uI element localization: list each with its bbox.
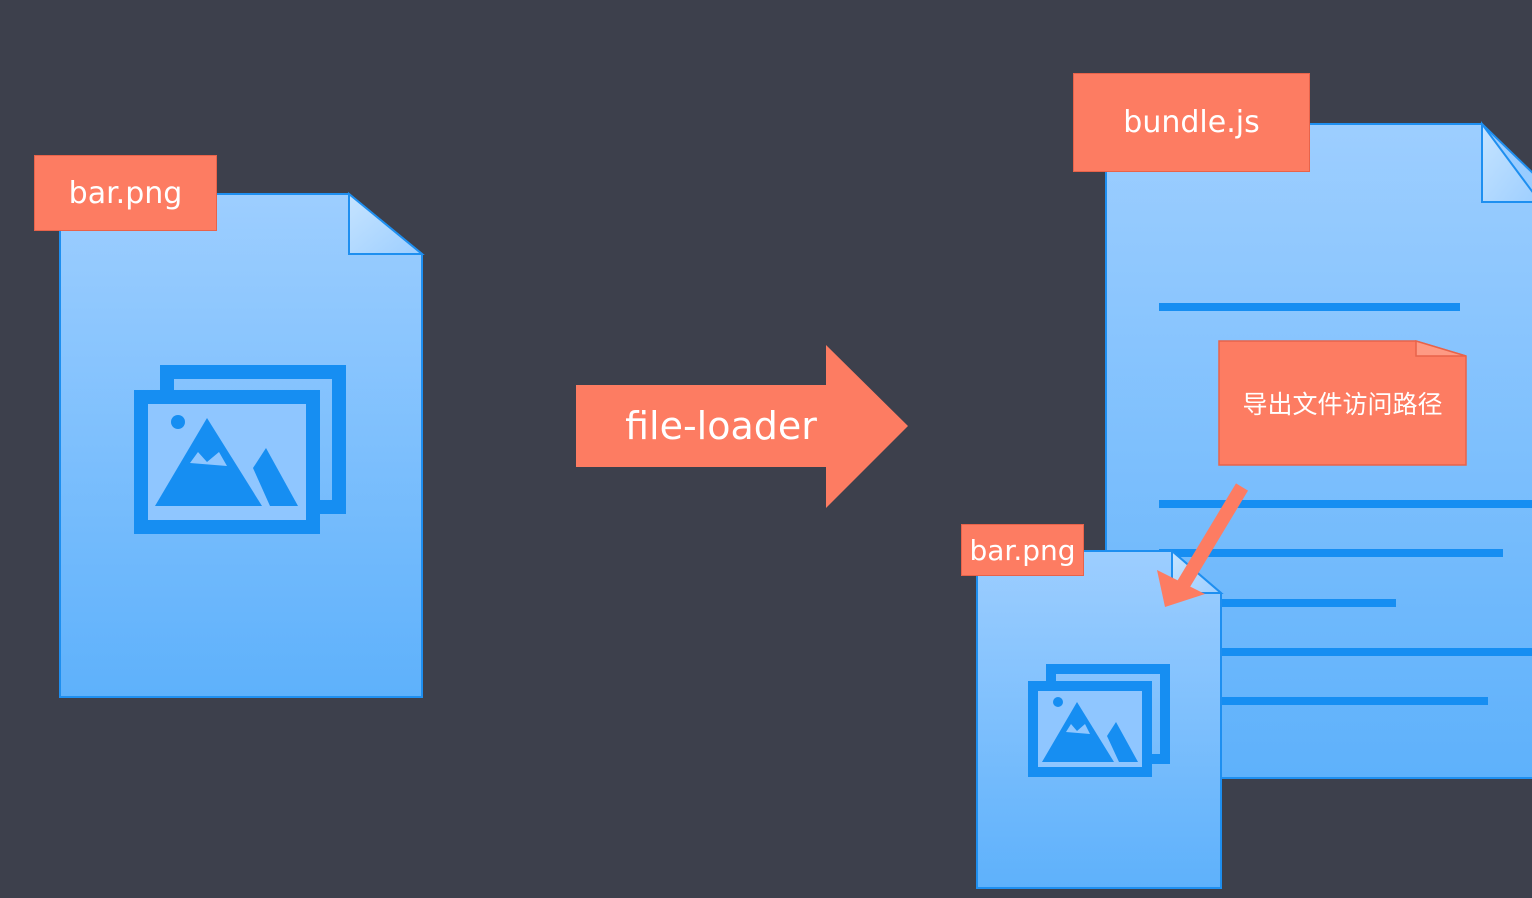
image-icon [134, 365, 346, 534]
bundle-file-label: bundle.js [1073, 73, 1310, 172]
file-loader-label: file-loader [625, 404, 817, 448]
file-loader-arrow [576, 345, 908, 508]
image-icon [1028, 664, 1170, 777]
source-file-label: bar.png [34, 155, 217, 231]
pointer-arrow [1157, 483, 1248, 607]
output-file-label: bar.png [961, 524, 1084, 576]
export-path-note [1218, 339, 1467, 466]
export-path-note-text: 导出文件访问路径 [1242, 390, 1443, 419]
